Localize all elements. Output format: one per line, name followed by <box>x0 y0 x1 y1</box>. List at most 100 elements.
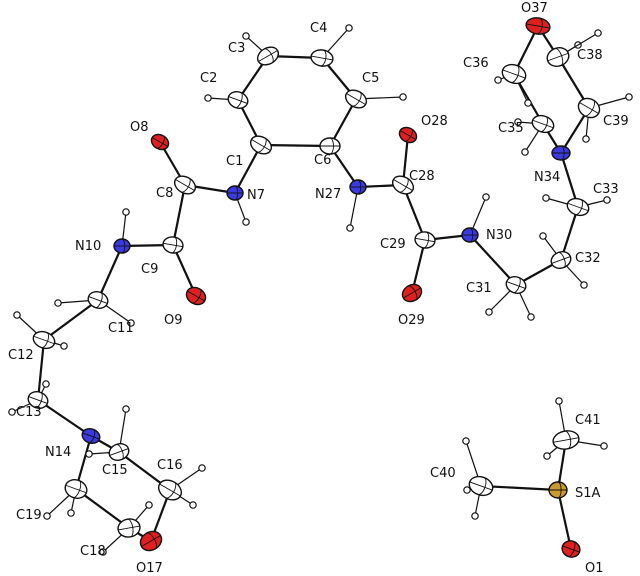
label-C5: C5 <box>362 71 379 86</box>
atom-c32 <box>550 251 572 269</box>
atom-c15 <box>108 443 130 461</box>
label-N27: N27 <box>315 187 341 202</box>
atom-c2 <box>227 91 249 109</box>
hydrogen-atom-h35a <box>514 118 522 126</box>
label-C18: C18 <box>80 544 106 559</box>
atom-o28 <box>398 126 418 144</box>
bond-n10-c11 <box>96 244 124 302</box>
hydrogen-atom-h30 <box>482 193 490 201</box>
bond-s1a-o1 <box>556 488 573 551</box>
atom-n10 <box>113 238 131 254</box>
label-N14: N14 <box>45 445 71 460</box>
hydrogen-atom-h35b <box>521 148 529 156</box>
atoms-layer <box>27 17 601 558</box>
hydrogen-atom-h11a <box>54 299 62 307</box>
atom-c41 <box>552 430 580 450</box>
bond-c13-n14 <box>36 398 93 438</box>
hydrogen-atom-h40a <box>462 437 470 445</box>
hydrogen-atom-h10 <box>122 208 130 216</box>
hydrogen-atom-h31a <box>485 308 493 316</box>
hydrogen-atom-h18b <box>145 501 153 509</box>
hydrogen-atom-h40c <box>463 486 471 494</box>
label-C3: C3 <box>228 41 245 56</box>
hydrogen-atom-h16a <box>198 464 206 472</box>
label-O8: O8 <box>130 120 149 135</box>
hydrogen-atom-h16b <box>189 501 197 509</box>
label-C32: C32 <box>575 251 601 266</box>
atom-c36 <box>501 63 527 85</box>
hydrogen-atom-h38b <box>594 29 602 37</box>
label-O29: O29 <box>398 313 425 328</box>
atom-c28 <box>391 175 415 195</box>
atom-c4 <box>310 49 334 67</box>
hydrogen-atom-h41c <box>555 397 563 405</box>
label-N34: N34 <box>534 170 560 185</box>
atom-c40 <box>468 475 494 497</box>
label-N10: N10 <box>75 239 101 254</box>
label-C35: C35 <box>498 121 524 136</box>
label-C41: C41 <box>575 413 601 428</box>
label-N7: N7 <box>247 188 265 203</box>
label-O37: O37 <box>521 1 548 16</box>
atom-c39 <box>577 97 601 119</box>
atom-n30 <box>461 227 479 243</box>
hydrogen-atom-h4 <box>345 24 353 32</box>
hydrogen-atom-h19a <box>43 512 51 520</box>
label-C33: C33 <box>593 182 619 197</box>
label-C12: C12 <box>8 348 34 363</box>
label-C31: C31 <box>466 281 492 296</box>
label-C4: C4 <box>310 21 327 36</box>
label-C11: C11 <box>108 321 134 336</box>
hydrogen-atom-h40b <box>471 512 479 520</box>
label-N30: N30 <box>486 228 512 243</box>
atom-c6 <box>319 137 341 155</box>
hydrogen-atom-h41b <box>600 442 608 450</box>
hydrogen-atom-h27 <box>346 224 354 232</box>
atom-c8 <box>173 175 197 195</box>
bond-c40-s1a <box>479 484 560 492</box>
bond-c11-c12 <box>42 298 100 342</box>
atom-n7 <box>226 185 244 201</box>
hydrogen-atom-h5 <box>399 93 407 101</box>
hydrogen-atom-h15a <box>122 405 130 413</box>
label-C28: C28 <box>409 169 435 184</box>
bond-c1-n7 <box>233 143 263 195</box>
atom-o9 <box>185 286 207 306</box>
label-C36: C36 <box>463 56 489 71</box>
atom-c31 <box>505 276 527 294</box>
atom-c19 <box>64 479 88 499</box>
atom-o17 <box>139 530 163 552</box>
atom-c1 <box>249 135 273 155</box>
atom-n14 <box>81 428 101 444</box>
hydrogen-atom-h3 <box>242 32 250 40</box>
label-C40: C40 <box>430 466 456 481</box>
hydrogen-atom-h2 <box>204 94 212 102</box>
atom-n34 <box>551 145 571 161</box>
atom-s1a <box>548 481 568 499</box>
hydrogen-atom-h12b <box>60 342 68 350</box>
label-C38: C38 <box>577 48 603 63</box>
atom-c9 <box>162 236 184 254</box>
hydrogen-atom-h33a <box>603 196 611 204</box>
atom-o8 <box>150 133 170 151</box>
atom-c3 <box>256 46 280 66</box>
atom-c35 <box>531 114 555 134</box>
bond-c8-c9 <box>171 183 187 247</box>
atom-n27 <box>349 179 367 195</box>
labels-layer: C1 C2 C3 C4 C5 C6 N7 C8 O8 C9 O9 N10 C11… <box>8 1 629 576</box>
hydrogen-atom-h19b <box>67 509 75 517</box>
atom-c18 <box>117 518 141 538</box>
atom-o37 <box>525 17 551 35</box>
atom-c29 <box>414 231 436 249</box>
bond-n30-c31 <box>468 233 518 287</box>
hydrogen-atom-h13a <box>8 408 16 416</box>
hydrogen-atom-h7 <box>242 218 250 226</box>
label-C2: C2 <box>200 71 217 86</box>
atom-c16 <box>157 479 183 501</box>
atom-c13 <box>27 391 49 409</box>
hydrogen-atom-h31b <box>527 313 535 321</box>
label-C1: C1 <box>226 154 243 169</box>
hydrogen-atom-h33b <box>542 194 550 202</box>
bond-c12-c13 <box>36 338 46 402</box>
